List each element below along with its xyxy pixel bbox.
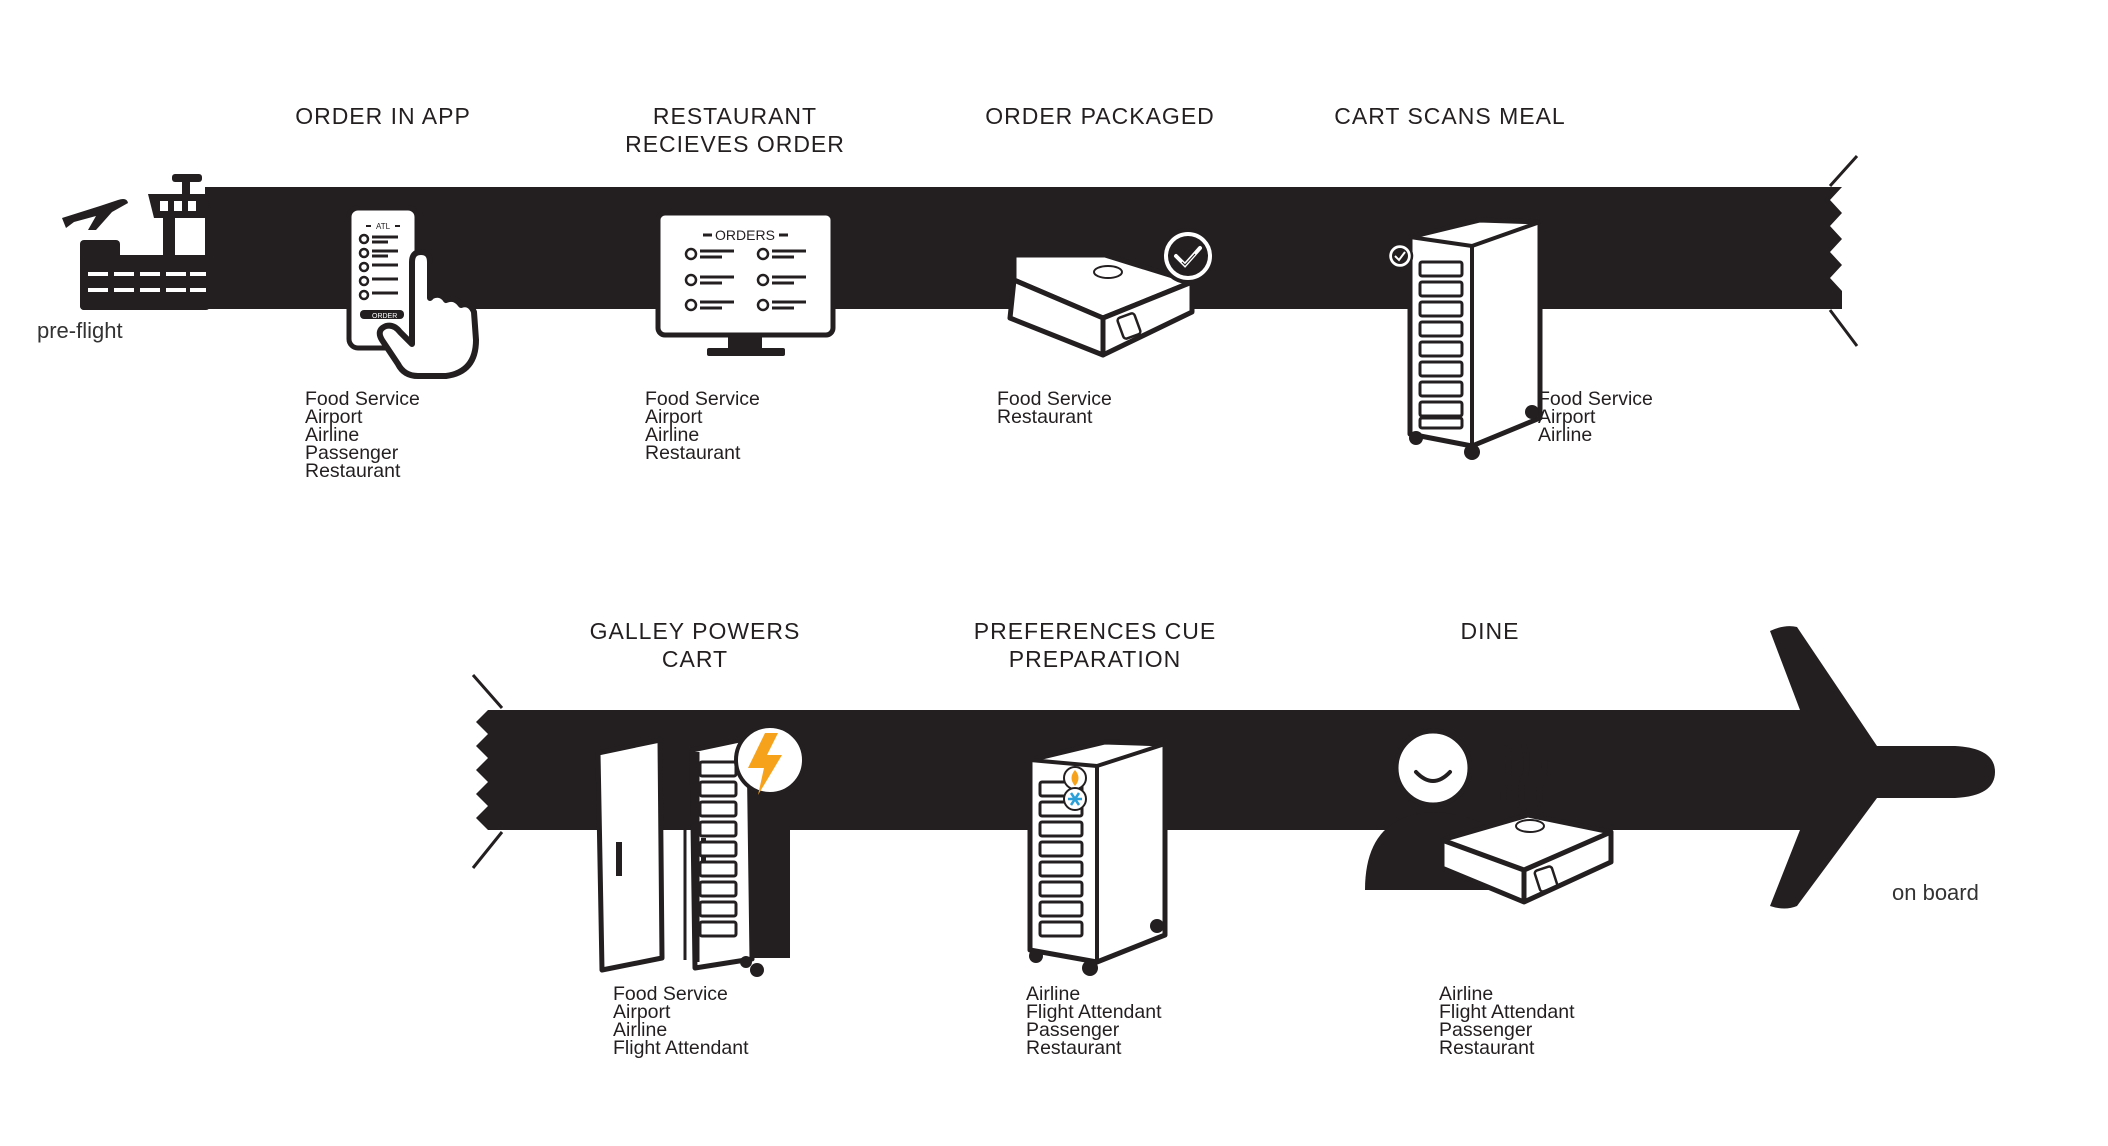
app-code-label: ATL (376, 222, 391, 231)
step-title-restaurant-receives-order: RESTAURANT RECIEVES ORDER (625, 103, 845, 157)
band-torn-edge (1828, 154, 1859, 347)
stakeholder: Food Service (645, 388, 760, 410)
timeline-band-bottom (476, 626, 1995, 909)
galley-cart-power-icon (595, 724, 806, 977)
stakeholder: Food Service (997, 388, 1112, 410)
stakeholder: Food Service (305, 388, 420, 410)
packaged-box-icon (1007, 228, 1216, 358)
stakeholder: Airport (1538, 406, 1596, 428)
meal-cart-icon (1386, 217, 1543, 460)
phone-app-icon: ATL ORDER (346, 205, 479, 379)
step-title-cart-scans-meal: CART SCANS MEAL (1334, 103, 1566, 129)
step-title-preferences-cue-preparation: PREFERENCES CUE PREPARATION (973, 618, 1217, 672)
stakeholder: Airline (305, 424, 360, 446)
stakeholder: Restaurant (305, 460, 401, 482)
stakeholder: Food Service (613, 983, 728, 1005)
stakeholder-list: Food Service Airport Airline Restaurant (645, 388, 760, 464)
stakeholder-list: Food Service Airport Airline (1538, 388, 1653, 446)
end-label: on board (1892, 880, 1979, 905)
stakeholder: Restaurant (1439, 1037, 1535, 1059)
app-order-button-label: ORDER (372, 313, 397, 320)
stakeholder: Restaurant (645, 442, 741, 464)
stakeholder-list: Food Service Restaurant (997, 388, 1112, 428)
cart-preferences-icon (1027, 739, 1168, 976)
stakeholder: Airline (1439, 983, 1494, 1005)
stakeholder: Flight Attendant (613, 1037, 749, 1059)
stakeholder-list: Food Service Airport Airline Flight Atte… (613, 983, 749, 1059)
passenger-dining-icon (1365, 728, 1614, 905)
heat-icon (1071, 770, 1079, 786)
lightning-bolt-icon (748, 733, 782, 795)
airport-icon (62, 174, 212, 310)
stakeholder: Passenger (1439, 1019, 1533, 1041)
stakeholder: Airport (645, 406, 703, 428)
step-title-dine: DINE (1460, 618, 1520, 644)
stakeholder: Restaurant (997, 406, 1093, 428)
stakeholder-list: Airline Flight Attendant Passenger Resta… (1026, 983, 1162, 1059)
stakeholder: Airline (613, 1019, 668, 1041)
snowflake-icon (1068, 792, 1082, 806)
band-torn-edge (471, 674, 504, 869)
stakeholder: Passenger (305, 442, 399, 464)
steam-icon (1500, 743, 1548, 813)
stakeholder: Airline (1538, 424, 1593, 446)
step-title-galley-powers-cart: GALLEY POWERS CART (589, 618, 801, 672)
stakeholder-list: Airline Flight Attendant Passenger Resta… (1439, 983, 1575, 1059)
step-title-order-packaged: ORDER PACKAGED (985, 103, 1215, 129)
stakeholder: Food Service (1538, 388, 1653, 410)
stakeholder: Flight Attendant (1439, 1001, 1575, 1023)
step-title-order-in-app: ORDER IN APP (295, 103, 471, 129)
stakeholder: Airport (613, 1001, 671, 1023)
start-label: pre-flight (37, 318, 123, 343)
monitor-orders-label: ORDERS (715, 227, 775, 243)
stakeholder: Flight Attendant (1026, 1001, 1162, 1023)
stakeholder: Airline (1026, 983, 1081, 1005)
stakeholder: Restaurant (1026, 1037, 1122, 1059)
stakeholder-list: Food Service Airport Airline Passenger R… (305, 388, 420, 482)
stakeholder: Passenger (1026, 1019, 1120, 1041)
stakeholder: Airline (645, 424, 700, 446)
stakeholder: Airport (305, 406, 363, 428)
monitor-orders-icon: ORDERS (655, 210, 836, 356)
